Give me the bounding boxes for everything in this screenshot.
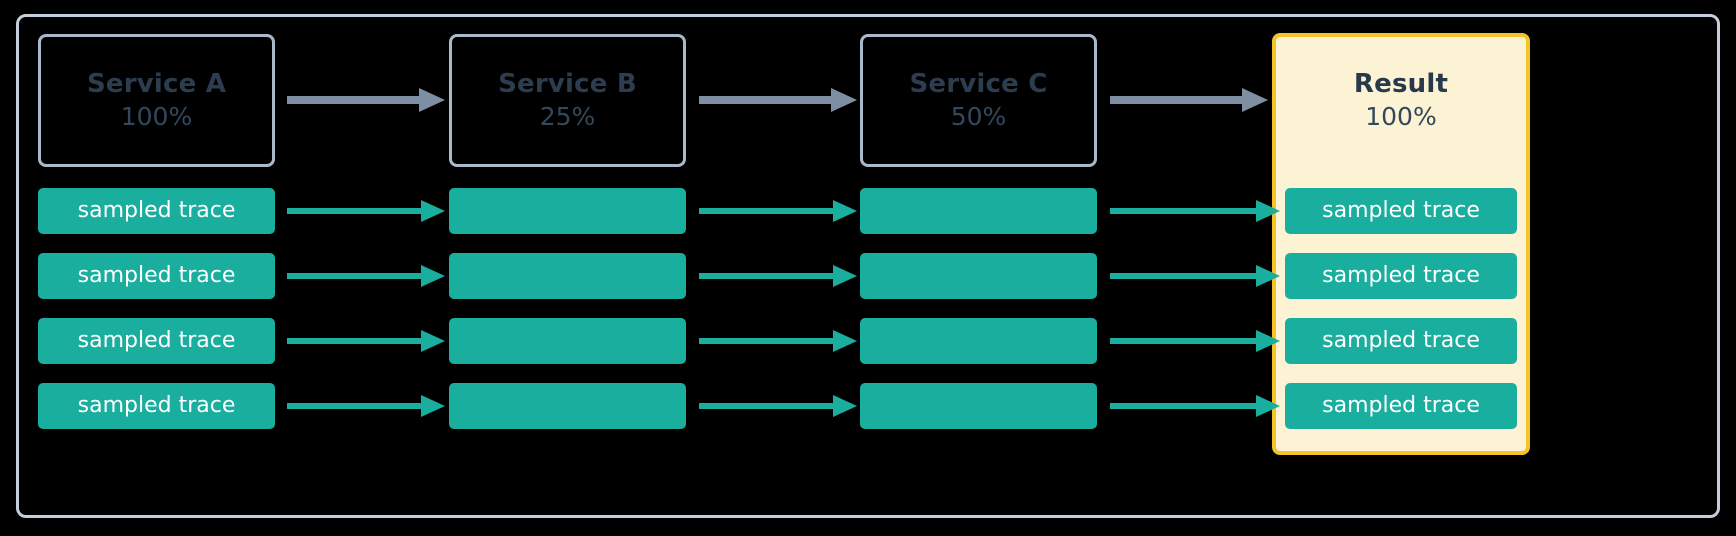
trace-bar-label: sampled trace [1322,328,1480,353]
trace-bar-label: sampled trace [1322,198,1480,223]
trace-arrow-row2-b-to-c-icon [699,265,857,287]
service-node-b[interactable]: Service B 25% [449,34,686,167]
trace-bar-label: sampled trace [1322,263,1480,288]
trace-bar-row2-service-c[interactable] [860,253,1097,299]
service-node-a[interactable]: Service A 100% [38,34,275,167]
trace-bar-row2-service-a[interactable]: sampled trace [38,253,275,299]
trace-bar-row4-service-a[interactable]: sampled trace [38,383,275,429]
trace-bar-row1-service-a[interactable]: sampled trace [38,188,275,234]
trace-arrow-row3-c-to-result-icon [1110,330,1280,352]
trace-bar-row2-service-b[interactable] [449,253,686,299]
service-node-c[interactable]: Service C 50% [860,34,1097,167]
trace-bar-label: sampled trace [77,328,236,353]
trace-bar-row1-result[interactable]: sampled trace [1285,188,1517,234]
trace-bar-row2-result[interactable]: sampled trace [1285,253,1517,299]
result-node[interactable]: Result 100% [1272,34,1530,167]
result-node-title: Result [1353,68,1449,99]
trace-arrow-row2-c-to-result-icon [1110,265,1280,287]
service-node-c-title: Service C [909,68,1048,99]
trace-arrow-row1-b-to-c-icon [699,200,857,222]
trace-bar-row3-service-a[interactable]: sampled trace [38,318,275,364]
trace-arrow-row3-a-to-b-icon [287,330,445,352]
trace-bar-label: sampled trace [77,263,236,288]
service-node-b-title: Service B [498,68,637,99]
trace-arrow-row4-c-to-result-icon [1110,395,1280,417]
trace-arrow-row4-b-to-c-icon [699,395,857,417]
service-node-b-percent: 25% [539,102,596,132]
trace-bar-row1-service-c[interactable] [860,188,1097,234]
diagram-outer-frame [16,14,1720,518]
trace-arrow-row2-a-to-b-icon [287,265,445,287]
result-node-percent: 100% [1365,102,1437,132]
service-node-c-percent: 50% [950,102,1007,132]
trace-arrow-row1-a-to-b-icon [287,200,445,222]
trace-bar-row4-result[interactable]: sampled trace [1285,383,1517,429]
flow-arrow-b-to-c-icon [699,88,857,112]
trace-arrow-row1-c-to-result-icon [1110,200,1280,222]
trace-bar-row4-service-c[interactable] [860,383,1097,429]
trace-bar-row3-result[interactable]: sampled trace [1285,318,1517,364]
trace-bar-row3-service-c[interactable] [860,318,1097,364]
flow-arrow-c-to-result-icon [1110,88,1268,112]
trace-arrow-row3-b-to-c-icon [699,330,857,352]
trace-bar-row3-service-b[interactable] [449,318,686,364]
service-node-a-title: Service A [86,68,227,99]
trace-bar-row1-service-b[interactable] [449,188,686,234]
trace-bar-row4-service-b[interactable] [449,383,686,429]
service-node-a-percent: 100% [120,102,193,132]
trace-bar-label: sampled trace [77,393,236,418]
trace-arrow-row4-a-to-b-icon [287,395,445,417]
trace-bar-label: sampled trace [1322,393,1480,418]
flow-arrow-a-to-b-icon [287,88,445,112]
trace-bar-label: sampled trace [77,198,236,223]
